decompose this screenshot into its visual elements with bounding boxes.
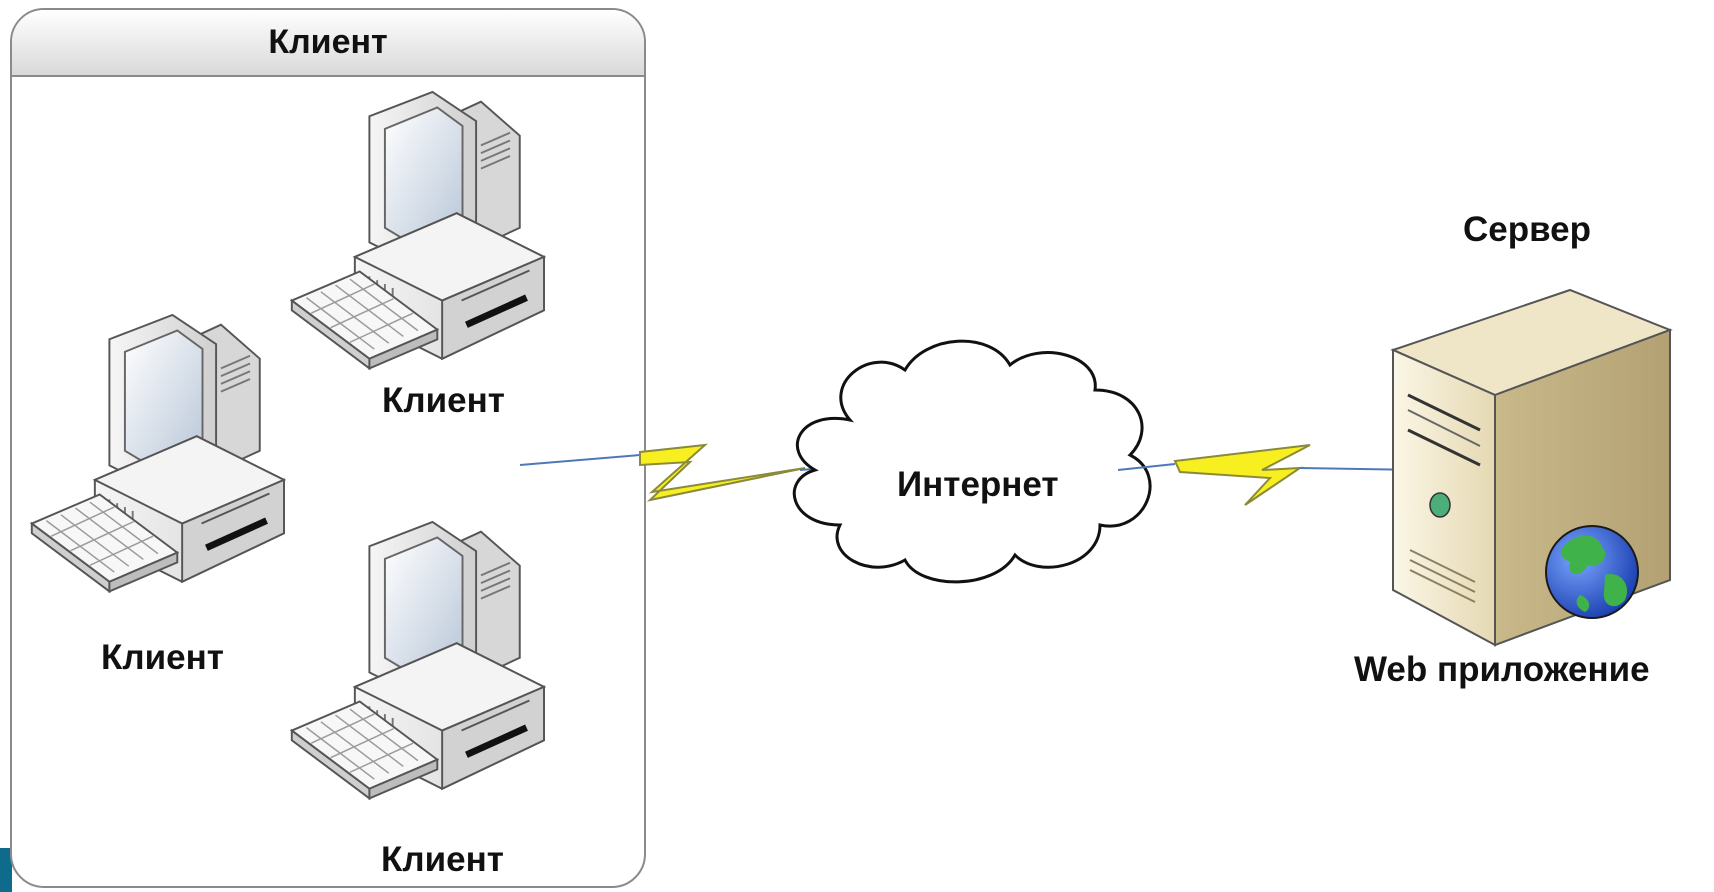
web-app-label: Web приложение (1354, 650, 1650, 689)
client-group-title: Клиент (12, 10, 644, 77)
client-computer-icon (292, 522, 544, 798)
globe-icon (1545, 525, 1639, 619)
internet-cloud-icon (792, 339, 1152, 584)
internet-label: Интернет (897, 465, 1059, 504)
client-label: Клиент (381, 840, 504, 879)
corner-tab (0, 848, 12, 892)
server-link-lightning (1117, 444, 1426, 506)
server-title: Сервер (1463, 210, 1592, 249)
client-computer-icon (32, 315, 284, 591)
client-label: Клиент (101, 638, 224, 677)
client-label: Клиент (382, 381, 505, 420)
client-computer-icon (292, 92, 544, 368)
client-link-lightning (519, 443, 841, 502)
